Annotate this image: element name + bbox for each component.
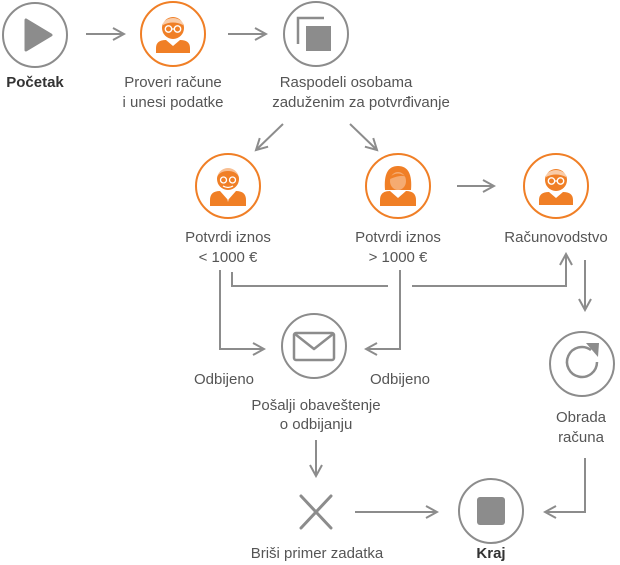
start-label: Početak: [6, 74, 64, 91]
notify-label-line2: o odbijanju: [279, 416, 353, 433]
check-label-line2: i unesi podatke: [122, 94, 224, 111]
stop-icon: [477, 497, 505, 525]
connectors: [86, 34, 585, 512]
person-glasses-icon: [156, 17, 190, 53]
close-x-icon: [299, 494, 333, 530]
process-label-line1: Obrada: [555, 409, 607, 426]
approve-low-label-line2: < 1000 €: [198, 249, 258, 266]
start-node: [2, 2, 68, 68]
rejected-left-label: Odbijeno: [193, 371, 255, 388]
person-elder-icon: [210, 168, 246, 206]
arrow-process-to-end: [545, 458, 586, 512]
approve-low-node: [195, 153, 261, 219]
arrow-low-bus-to-accounting: [412, 254, 566, 287]
end-label: Kraj: [476, 545, 506, 562]
rejected-right-label: Odbijeno: [369, 371, 431, 388]
notify-label-line1: Pošalji obaveštenje: [251, 397, 381, 414]
arrow-low-rejected: [219, 270, 264, 349]
accounting-node: [523, 153, 589, 219]
process-node: [549, 331, 615, 397]
notify-node: [281, 313, 347, 379]
check-label-line1: Proveri račune: [124, 74, 222, 91]
envelope-icon: [292, 331, 336, 362]
arrow-high-rejected: [366, 270, 401, 349]
arrow-assign-to-high: [349, 123, 377, 150]
end-node: [458, 478, 524, 544]
person-glasses-icon: [539, 169, 573, 205]
copy-icon: [296, 16, 331, 51]
line-low-to-bus: [231, 272, 388, 287]
delete-label: Briši primer zadatka: [250, 545, 384, 562]
play-icon: [24, 18, 53, 52]
process-label-line2: računa: [558, 429, 604, 446]
arrow-assign-to-low: [256, 123, 284, 150]
assign-label-line1: Raspodeli osobama: [279, 74, 413, 91]
approve-high-label-line1: Potvrdi iznos: [355, 229, 441, 246]
approve-high-label-line2: > 1000 €: [368, 249, 428, 266]
approve-low-label-line1: Potvrdi iznos: [185, 229, 271, 246]
person-woman-icon: [380, 166, 416, 206]
approve-high-node: [365, 153, 431, 219]
check-node: [140, 1, 206, 67]
accounting-label: Računovodstvo: [504, 229, 608, 246]
refresh-icon: [565, 343, 599, 379]
assign-node: [283, 1, 349, 67]
assign-label-line2: zaduženim za potvrđivanje: [272, 94, 450, 111]
